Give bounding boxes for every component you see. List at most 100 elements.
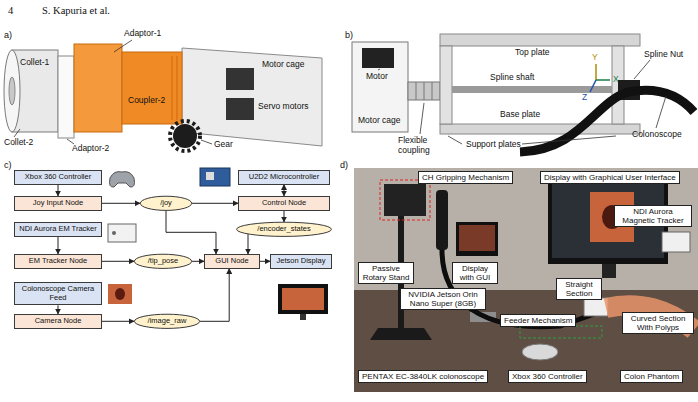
panel-letter: b) [345,30,353,40]
node-text: NDI Aurora Magnetic Tracker [618,207,688,225]
adaptor-1 [74,44,122,132]
coupler-2 [177,56,178,120]
node-text: /tip_pose [142,257,184,266]
motor-cage [352,42,408,132]
topic-ellipse: /image_raw [134,314,200,329]
colonoscope-tube [520,90,694,152]
camera-image-icon [108,284,132,304]
node-text: Jetson Display [274,257,328,266]
callout-box: Straight Section [556,278,602,300]
tracker-icon [112,231,116,235]
callout-box: Colon Phantom [620,370,683,383]
leader-line [378,69,380,70]
photo [354,168,698,392]
hardware-box: Xbox 360 Controller [14,170,102,185]
gear [170,121,200,151]
topic-ellipse: /tip_pose [134,254,192,269]
axis-arrow [590,64,610,92]
ellipse-outline [237,222,332,236]
panel-letter: d) [340,160,348,170]
leader-line [378,60,666,144]
tracker-icon [108,224,136,242]
connector-arrow [192,261,204,262]
callout-box: Feeder Mechanism [500,314,576,327]
axis-label: X [613,75,619,85]
connector-arrow [284,185,285,196]
part-label: Motor [366,72,388,82]
monitor-icon [278,284,328,314]
photo [354,168,698,290]
connector-arrow [260,261,270,262]
flexible-coupling [408,82,440,100]
node-text: Camera Node [18,317,98,326]
flexible-coupling [408,82,440,100]
part-label: Spline Nut [644,50,683,60]
leader-line [420,103,424,134]
node-text: NVIDIA Jetson Orin Nano Super (8GB) [404,290,482,308]
node-text: /joy [148,199,184,208]
part-label: Adaptor-1 [124,29,161,39]
frame [452,86,612,93]
frame [440,46,452,124]
connector-arrow [248,234,249,254]
node-text: Colon Phantom [624,372,679,381]
hardware-box: U2D2 Microcontroller [238,170,330,185]
colonoscope-tube [520,90,694,152]
connector-arrow [102,321,134,322]
motor-cage [226,98,254,120]
photo [354,168,698,392]
ros-node-box: GUI Node [204,254,260,269]
connector-arrow [102,261,134,262]
coupler-2 [122,52,182,124]
node-text: Curved Section With Polyps [626,314,690,332]
ros-node-box: Joy Input Node [14,196,102,211]
part-label: Motor cage [358,116,401,126]
node-text: /encoder_states [244,225,324,234]
ellipse-outline [140,196,191,210]
node-text: Feeder Mechanism [504,316,572,325]
leader-line [14,40,212,144]
hardware-box: Jetson Display [270,254,332,269]
monitor-icon [282,288,324,310]
photo [380,180,430,220]
connector-arrow [58,185,59,196]
part-label: Collet-1 [20,58,49,68]
adaptor-2 [58,56,74,138]
node-text: GUI Node [208,257,256,266]
topic-ellipse: /encoder_states [236,222,332,237]
callout-box: Curved Section With Polyps [622,312,694,334]
node-text: U2D2 Microcontroller [242,173,326,182]
axis-label: Y [592,53,598,63]
node-text: Passive Rotary Stand [362,264,410,282]
coupler-2 [172,56,173,120]
part-label: Flexible coupling [398,136,448,155]
page-number: 4 [8,5,13,17]
callout-box: Display with GUI [452,262,498,284]
callout-box: NDI Aurora Magnetic Tracker [614,205,692,227]
flexible-coupling [416,82,417,100]
motor-cage [182,48,322,146]
monitor-icon [300,314,306,320]
connector-arrow [192,203,238,204]
callout-box: PENTAX EC-3840LK colonoscope [358,370,488,383]
photo [370,328,432,340]
adaptor-2 [58,56,74,138]
part-label: Servo motors [258,102,309,112]
axis-label: Z [582,93,587,103]
motor-cage [352,42,408,132]
axis-arrow [590,80,596,92]
node-text: Xbox 360 Controller [512,372,583,381]
photo [662,232,690,252]
flexible-coupling [424,82,425,100]
connector-arrow [58,237,59,254]
topic-ellipse: /joy [140,196,192,211]
photo [456,222,498,256]
connector-arrow [102,203,140,204]
node-text: PENTAX EC-3840LK colonoscope [362,372,484,381]
callout-box: CH Gripping Mechanism [418,171,513,184]
part-label: Support plates [466,140,521,150]
callout-box: Xbox 360 Controller [508,370,587,383]
hardware-box: NDI Aurora EM Tracker [14,222,102,237]
running-head: S. Kapuria et al. [42,5,110,17]
coupler-2 [122,52,182,124]
